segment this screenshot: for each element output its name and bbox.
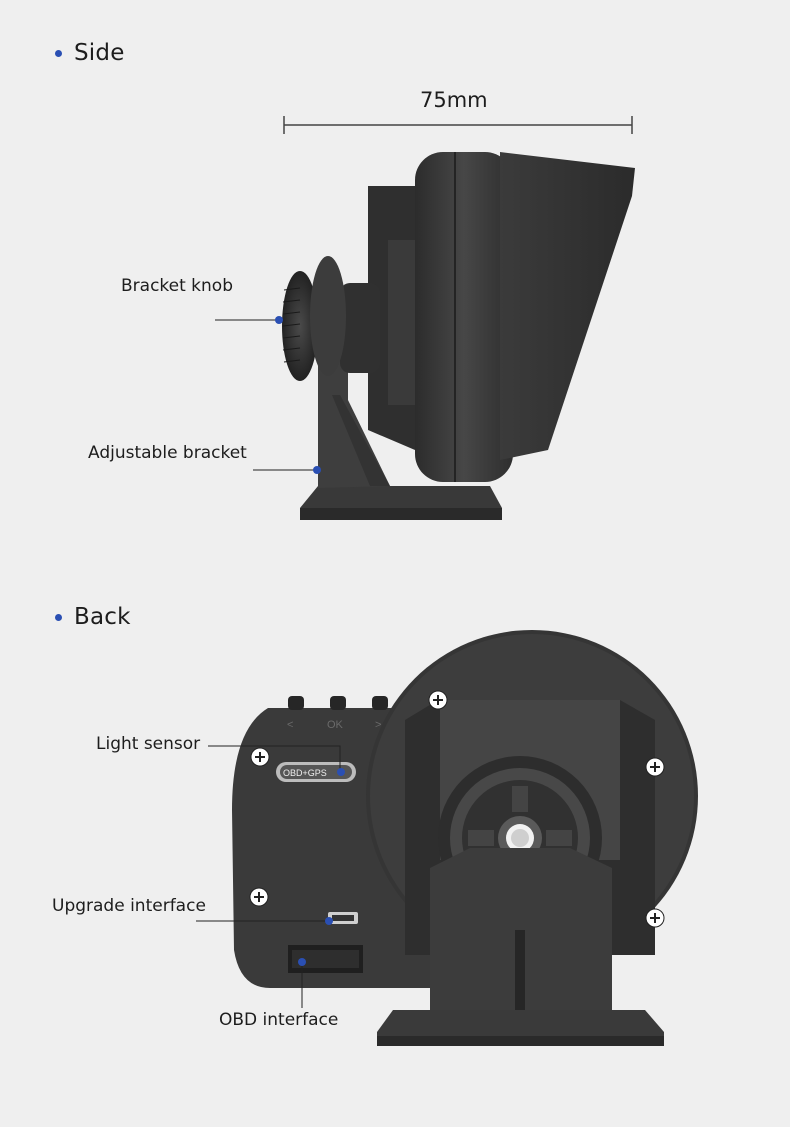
label-obd-interface: OBD interface: [219, 1010, 339, 1030]
button-left-mark: <: [287, 719, 293, 731]
back-leaders: [196, 745, 345, 1008]
back-view-device: [232, 630, 698, 1046]
sensor-plate-text: OBD+GPS: [283, 768, 327, 778]
label-upgrade-interface: Upgrade interface: [52, 896, 206, 916]
bullet-icon: [55, 613, 62, 621]
side-leaders: [215, 316, 321, 474]
side-section-title: Side: [55, 40, 125, 66]
label-bracket-knob: Bracket knob: [121, 276, 233, 296]
label-light-sensor: Light sensor: [96, 734, 201, 754]
bullet-icon: [55, 49, 62, 57]
side-title-text: Side: [74, 40, 125, 66]
button-right-mark: >: [375, 719, 381, 731]
label-adjustable-bracket: Adjustable bracket: [88, 443, 247, 463]
dimension-line: [283, 116, 633, 134]
side-view-device: [282, 152, 635, 520]
back-title-text: Back: [74, 604, 131, 630]
button-ok-mark: OK: [327, 719, 344, 731]
dimension-label: 75mm: [420, 88, 488, 112]
back-section-title: Back: [55, 604, 131, 630]
